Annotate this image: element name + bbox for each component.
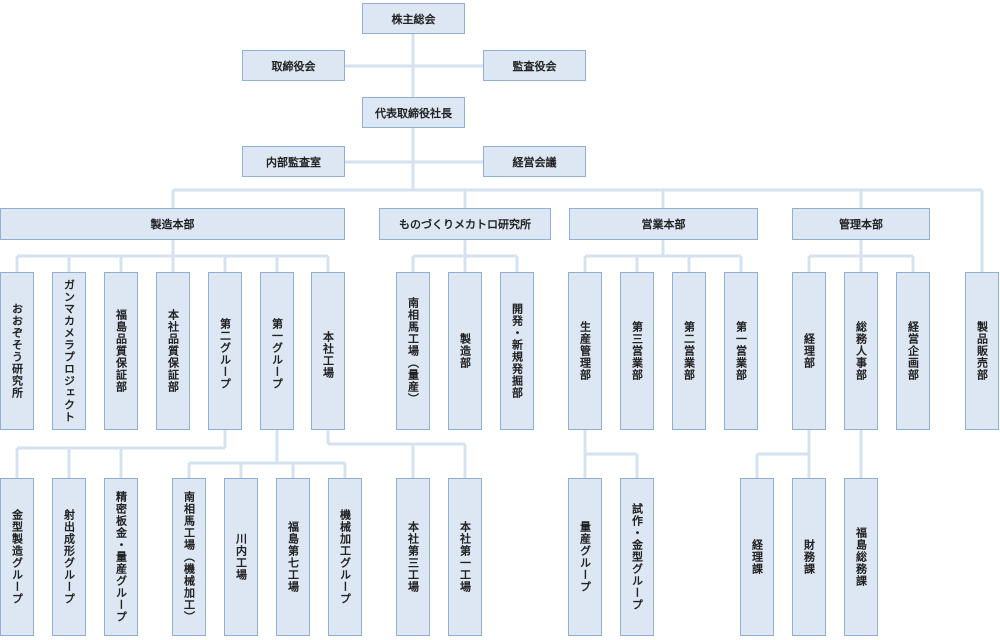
label-group-2: 第二グループ — [218, 318, 232, 390]
label-sales-hq: 営業本部 — [641, 218, 686, 231]
label-injection: 射出成形グループ — [62, 509, 76, 605]
box-production-mgmt: 生産管理部 — [568, 272, 602, 430]
label-lab-mfg: 製造部 — [458, 333, 472, 369]
label-sales-1: 第一営業部 — [734, 321, 748, 381]
label-fukushima-7: 福島第七工場 — [286, 521, 300, 593]
box-fukushima-7: 福島第七工場 — [276, 478, 310, 636]
label-sales-3: 第三営業部 — [630, 321, 644, 381]
label-production-mgmt: 生産管理部 — [578, 321, 592, 381]
label-sales-2: 第二営業部 — [682, 321, 696, 381]
label-minamisoma-machining: 南相馬工場（機械加工） — [182, 491, 196, 623]
label-planning: 経営企画部 — [906, 321, 920, 381]
label-fukushima-qa: 福島品質保証部 — [114, 309, 128, 393]
box-lab-mfg: 製造部 — [448, 272, 482, 430]
box-planning: 経営企画部 — [896, 272, 930, 430]
box-honsha-1: 本社第一工場 — [448, 478, 482, 636]
label-president: 代表取締役社長 — [375, 106, 452, 120]
label-product-sales: 製品販売部 — [975, 321, 989, 381]
box-accounting: 経理部 — [792, 272, 826, 430]
box-auditors: 監査役会 — [483, 50, 586, 81]
label-dev-new: 開発・新規発掘部 — [510, 303, 524, 399]
box-shareholders: 株主総会 — [362, 3, 465, 34]
label-kawauchi: 川内工場 — [234, 533, 248, 581]
box-minamisoma-mass: 南相馬工場（量産） — [396, 272, 430, 430]
label-management-meeting: 経営会議 — [512, 155, 557, 169]
label-shareholders: 株主総会 — [391, 12, 436, 26]
label-auditors: 監査役会 — [512, 59, 557, 73]
box-precision-sheet: 精密板金・量産グループ — [104, 478, 138, 636]
label-ozoso-lab: おおぞそう研究所 — [10, 303, 24, 399]
box-president: 代表取締役社長 — [362, 97, 465, 128]
label-finance-section: 財務課 — [802, 539, 816, 575]
box-finance-section: 財務課 — [792, 478, 826, 636]
box-gamma-camera: ガンマカメラプロジェクト — [52, 272, 86, 430]
box-minamisoma-machining: 南相馬工場（機械加工） — [172, 478, 206, 636]
box-sales-3: 第三営業部 — [620, 272, 654, 430]
box-group-2: 第二グループ — [208, 272, 242, 430]
label-accounting: 経理部 — [802, 333, 816, 369]
box-sales-hq: 営業本部 — [569, 208, 758, 240]
label-fukushima-general: 福島総務課 — [854, 527, 868, 587]
label-admin-hq: 管理本部 — [839, 218, 883, 231]
label-honsha-qa: 本社品質保証部 — [166, 309, 180, 393]
label-general-hr: 総務人事部 — [854, 321, 868, 381]
label-gamma-camera: ガンマカメラプロジェクト — [62, 279, 76, 423]
label-mono-lab: ものづくりメカトロ研究所 — [399, 218, 531, 231]
box-injection: 射出成形グループ — [52, 478, 86, 636]
box-fukushima-qa: 福島品質保証部 — [104, 272, 138, 430]
box-honsha-factory: 本社工場 — [311, 272, 345, 430]
label-minamisoma-mass: 南相馬工場（量産） — [406, 297, 420, 405]
box-sales-1: 第一営業部 — [724, 272, 758, 430]
box-group-1: 第一グループ — [260, 272, 294, 430]
label-group-1: 第一グループ — [270, 318, 284, 390]
box-machining-group: 機械加工グループ — [328, 478, 362, 636]
label-mold-mfg: 金型製造グループ — [10, 509, 24, 605]
box-product-sales: 製品販売部 — [965, 272, 999, 430]
label-machining-group: 機械加工グループ — [338, 509, 352, 605]
label-board: 取締役会 — [271, 59, 316, 73]
box-honsha-qa: 本社品質保証部 — [156, 272, 190, 430]
label-mass-group: 量産グループ — [578, 521, 592, 593]
box-mfg-hq: 製造本部 — [0, 208, 345, 240]
box-accounting-section: 経理課 — [740, 478, 774, 636]
box-mass-group: 量産グループ — [568, 478, 602, 636]
label-internal-audit: 内部監査室 — [266, 155, 321, 169]
box-kawauchi: 川内工場 — [224, 478, 258, 636]
box-admin-hq: 管理本部 — [792, 208, 930, 240]
box-management-meeting: 経営会議 — [483, 146, 586, 177]
box-dev-new: 開発・新規発掘部 — [500, 272, 534, 430]
box-board: 取締役会 — [242, 50, 345, 81]
box-ozoso-lab: おおぞそう研究所 — [0, 272, 34, 430]
label-honsha-3: 本社第三工場 — [406, 521, 420, 593]
box-mono-lab: ものづくりメカトロ研究所 — [379, 208, 551, 240]
box-prototype-mold: 試作・金型グループ — [620, 478, 654, 636]
label-mfg-hq: 製造本部 — [150, 218, 195, 231]
box-general-hr: 総務人事部 — [844, 272, 878, 430]
box-internal-audit: 内部監査室 — [242, 146, 345, 177]
label-precision-sheet: 精密板金・量産グループ — [114, 491, 128, 623]
label-honsha-factory: 本社工場 — [321, 331, 335, 379]
box-sales-2: 第二営業部 — [672, 272, 706, 430]
box-honsha-3: 本社第三工場 — [396, 478, 430, 636]
label-honsha-1: 本社第一工場 — [458, 521, 472, 593]
label-prototype-mold: 試作・金型グループ — [630, 503, 644, 611]
box-mold-mfg: 金型製造グループ — [0, 478, 34, 636]
box-fukushima-general: 福島総務課 — [844, 478, 878, 636]
label-accounting-section: 経理課 — [750, 539, 764, 575]
